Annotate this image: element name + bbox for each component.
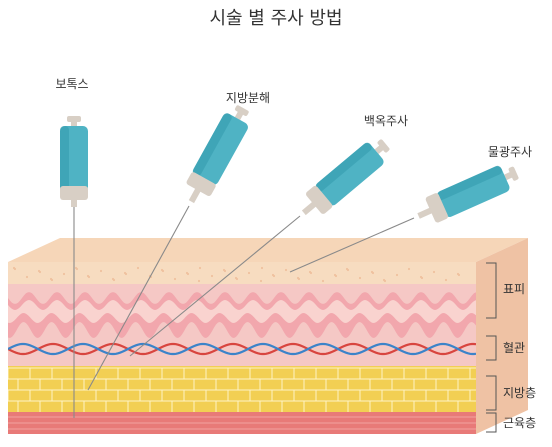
- skin-dot: [13, 267, 17, 271]
- fat-dissolve-needle: [87, 205, 190, 391]
- skin-dot: [284, 268, 288, 272]
- skin-dot: [383, 279, 387, 283]
- skin-dot: [186, 272, 190, 276]
- skin-dot: [198, 266, 202, 270]
- skin-dot: [420, 276, 424, 280]
- skin-dot: [38, 270, 42, 274]
- skin-dot: [395, 273, 399, 277]
- skin-surface: [8, 238, 528, 262]
- syringe-label-water-glow: 물광주사: [488, 145, 532, 159]
- skin-dot: [457, 273, 461, 277]
- skin-dot: [432, 270, 436, 274]
- skin-dot: [334, 274, 338, 278]
- layer-label-muscle: 근육층: [503, 416, 536, 430]
- skin-dot: [197, 279, 201, 283]
- muscle-fibers: [8, 416, 476, 430]
- skin-dot: [223, 269, 227, 273]
- skin-dot: [235, 277, 239, 281]
- fat-cells: [8, 367, 476, 412]
- skin-dot: [321, 279, 325, 283]
- layer-label-vessel: 혈관: [503, 341, 525, 355]
- layer-brackets: [486, 262, 497, 433]
- skin-dot: [25, 275, 29, 279]
- bracket-fat: [486, 375, 497, 411]
- skin-dot: [346, 268, 350, 272]
- skin-dot: [136, 266, 140, 270]
- skin-dot: [124, 272, 128, 276]
- skin-dot: [407, 267, 411, 271]
- skin-dot: [62, 272, 66, 276]
- water-glow-needle: [289, 217, 415, 273]
- skin-dot: [272, 274, 276, 278]
- syringe-label-fat-dissolve: 지방분해: [226, 91, 270, 105]
- syringe-label-botox: 보톡스: [55, 77, 88, 91]
- skin-dot: [99, 269, 103, 273]
- skin-dot: [75, 267, 79, 271]
- bracket-epidermis: [486, 262, 497, 319]
- skin-dot: [358, 276, 362, 280]
- dermal-papillae-highlight: [8, 300, 476, 323]
- skin-dot: [444, 278, 448, 282]
- syringe-fat-dissolve: [186, 105, 249, 204]
- vein-line: [8, 342, 476, 356]
- baekok-needle: [129, 215, 301, 357]
- dermis-texture: [12, 266, 461, 283]
- skin-dot: [297, 277, 301, 281]
- skin-dot: [371, 271, 375, 275]
- layer-label-fat: 지방층: [503, 386, 536, 400]
- diagram-title: 시술 별 주사 방법: [209, 8, 342, 29]
- skin-dot: [309, 271, 313, 275]
- bracket-vessel: [486, 335, 497, 361]
- needle-paths: [73, 205, 415, 418]
- epidermis-band: [8, 262, 476, 284]
- skin-dot: [112, 278, 116, 282]
- skin-cross-section: [8, 238, 528, 434]
- skin-dot: [161, 269, 165, 273]
- skin-dot: [87, 275, 91, 279]
- skin-dot: [259, 279, 263, 283]
- syringe-botox: [60, 116, 88, 207]
- layer-label-epidermis: 표피: [503, 282, 525, 296]
- syringe-label-baekok: 백옥주사: [364, 114, 408, 128]
- skin-dot: [210, 274, 214, 278]
- syringe-baekok: [301, 139, 390, 216]
- skin-dot: [173, 277, 177, 281]
- skin-dot: [260, 266, 264, 270]
- skin-side-face: [476, 238, 528, 434]
- bracket-muscle: [486, 412, 497, 433]
- fat-layer: [8, 366, 476, 412]
- skin-dot: [247, 271, 251, 275]
- skin-dot: [50, 278, 54, 282]
- syringe-water-glow: [417, 165, 519, 223]
